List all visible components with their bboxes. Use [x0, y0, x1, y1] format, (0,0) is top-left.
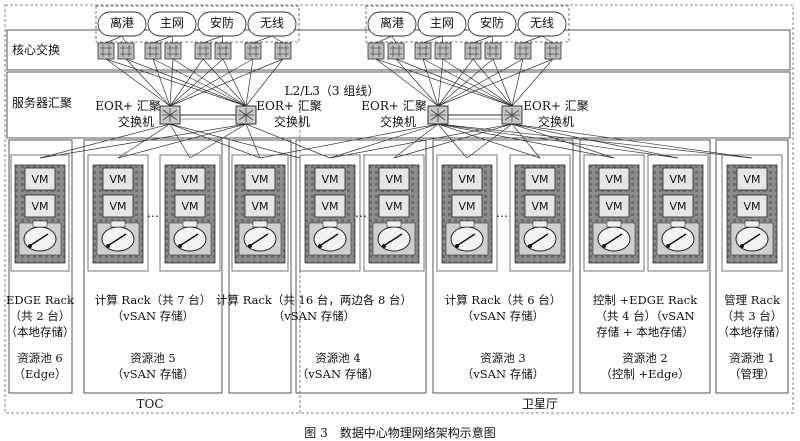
core-switch-right-2 — [387, 42, 405, 60]
vm-label: VM — [109, 200, 127, 213]
eor-label-4-line2: 交换机 — [537, 115, 575, 129]
ellipsis-pool4: … — [355, 206, 367, 220]
ellipsis-pool5: … — [147, 206, 159, 220]
link-lines — [39, 35, 753, 159]
cloud-group-left — [95, 5, 300, 43]
rack-caption-p5: 计算 Rack（共 7 台）（vSAN 存储） — [94, 293, 212, 323]
eor-label-2-line2: 交换机 — [273, 115, 311, 129]
cloud-group-right — [365, 5, 570, 43]
vm-label: VM — [743, 200, 761, 213]
rack-caption-p4: 计算 Rack（共 16 台，两边各 8 台）（vSAN 存储） — [216, 293, 412, 323]
eor-label-2-line1: EOR+ 汇聚 — [256, 99, 322, 113]
vm-label: VM — [109, 173, 127, 186]
pool-caption-p2: 资源池 2（控制 +Edge） — [600, 351, 690, 381]
cloud-label-1-left: 离港 — [109, 16, 135, 30]
eor-label-4-line1: EOR+ 汇聚 — [523, 99, 589, 113]
ellipsis-pool3: … — [496, 206, 508, 220]
vm-label: VM — [458, 200, 476, 213]
cloud-label-2-left: 主网 — [159, 16, 185, 30]
eor-switch-2 — [235, 105, 257, 125]
core-switch-right-5 — [464, 42, 482, 60]
core-switch-right-7 — [514, 42, 532, 60]
eor-label-1-line1: EOR+ 汇聚 — [95, 99, 161, 113]
vm-label: VM — [251, 173, 269, 186]
vm-label: VM — [531, 173, 549, 186]
vm-label: VM — [181, 200, 199, 213]
vm-label: VM — [458, 173, 476, 186]
core-switch-right-1 — [367, 42, 385, 60]
rack-caption-p1: 管理 Rack（共 3 台）（本地存储） — [717, 293, 787, 339]
site-boundary-outer — [4, 4, 794, 414]
pool-frames — [8, 139, 789, 394]
cloud-label-1-right: 离港 — [379, 16, 405, 30]
vm-label: VM — [321, 173, 339, 186]
vm-label: VM — [669, 200, 687, 213]
core-switch-right-4 — [434, 42, 452, 60]
rack-caption-p3: 计算 Rack（共 6 台）（vSAN 存储） — [444, 293, 562, 323]
core-switch-right-8 — [544, 42, 562, 60]
vm-label: VM — [385, 173, 403, 186]
pool-caption-p3: 资源池 3（vSAN 存储） — [461, 351, 545, 381]
pool-caption-p4: 资源池 4（vSAN 存储） — [296, 351, 380, 381]
core-layer-label: 核心交换 — [12, 43, 61, 57]
vm-label: VM — [605, 173, 623, 186]
eor-label-1-line2: 交换机 — [117, 115, 155, 129]
cloud-row-right — [367, 11, 567, 37]
vm-label: VM — [385, 200, 403, 213]
core-switch-left-3 — [144, 42, 162, 60]
cloud-label-2-right: 主网 — [429, 16, 455, 30]
core-switch-row — [97, 42, 562, 60]
eor-switch-1 — [159, 105, 181, 125]
vm-label: VM — [31, 173, 49, 186]
cloud-row-left — [97, 11, 297, 37]
vm-label: VM — [251, 200, 269, 213]
core-switch-left-6 — [214, 42, 232, 60]
core-switch-left-2 — [117, 42, 135, 60]
core-switch-left-1 — [97, 42, 115, 60]
cloud-label-4-right: 无线 — [529, 16, 555, 30]
vm-label: VM — [321, 200, 339, 213]
core-switch-left-8 — [274, 42, 292, 60]
core-switch-left-5 — [194, 42, 212, 60]
eor-label-3-line1: EOR+ 汇聚 — [361, 99, 427, 113]
site-label-satellite: 卫星厅 — [521, 397, 559, 411]
eor-label-3-line2: 交换机 — [379, 115, 417, 129]
rack-inner-frames — [10, 154, 783, 272]
core-switch-right-3 — [414, 42, 432, 60]
site-label-toc: TOC — [136, 397, 164, 411]
rack-caption-p6: EDGE Rack（共 2 台）（本地存储） — [5, 293, 75, 339]
vm-label: VM — [31, 200, 49, 213]
core-switch-right-6 — [484, 42, 502, 60]
cloud-label-4-left: 无线 — [259, 16, 285, 30]
vm-label: VM — [669, 173, 687, 186]
aggregation-layer-frame — [6, 71, 791, 139]
eor-switch-3 — [427, 105, 449, 125]
eor-switch-4 — [501, 105, 523, 125]
core-switch-left-7 — [244, 42, 262, 60]
l2l3-label: L2/L3（3 组线） — [284, 84, 380, 98]
vm-label: VM — [181, 173, 199, 186]
vm-label: VM — [531, 200, 549, 213]
vm-label: VM — [743, 173, 761, 186]
aggregation-layer-label: 服务器汇聚 — [12, 96, 73, 110]
cloud-label-3-left: 安防 — [209, 16, 235, 30]
figure-caption: 图 3 数据中心物理网络架构示意图 — [304, 426, 496, 440]
pool-caption-p5: 资源池 5（vSAN 存储） — [111, 351, 195, 381]
core-switch-left-4 — [164, 42, 182, 60]
cloud-label-3-right: 安防 — [479, 16, 505, 30]
pool-caption-p6: 资源池 6（Edge） — [13, 351, 67, 381]
pool-caption-p1: 资源池 1（管理） — [729, 351, 775, 381]
vm-label: VM — [605, 200, 623, 213]
